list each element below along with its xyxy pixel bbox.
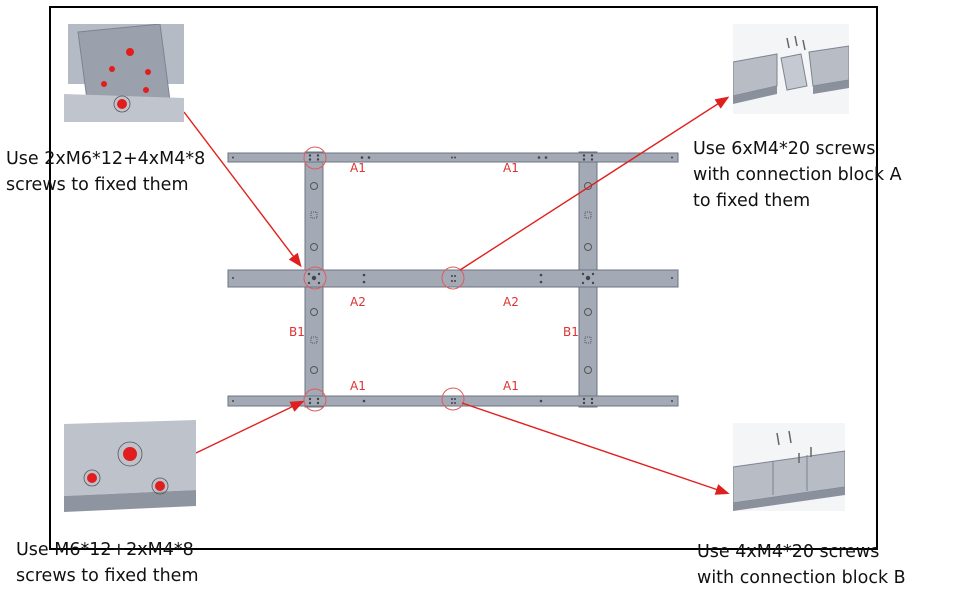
arrow-top-right <box>459 96 730 271</box>
joint-marker-middle-left <box>303 266 327 290</box>
beam-joint-cross-icon <box>64 24 184 122</box>
label-a2-left: A2 <box>350 295 366 309</box>
caption-top-right-line2: with connection block A <box>693 165 902 185</box>
label-a1-top-right: A1 <box>503 161 519 175</box>
beam-a2-middle <box>227 269 679 288</box>
diagram-frame <box>49 6 878 550</box>
label-a1-top-left: A1 <box>350 161 366 175</box>
caption-bottom-left-line1: Use M6*12+2xM4*8 <box>16 540 194 560</box>
caption-top-left: Use 2xM6*12+4xM4*8 screws to fixed them <box>6 146 205 198</box>
label-a2-right: A2 <box>503 295 519 309</box>
beam-joint-tee-icon <box>64 420 196 518</box>
caption-bottom-right-line2: with connection block B <box>697 568 906 588</box>
joint-marker-bottom-center <box>441 387 465 411</box>
caption-bottom-right: Use 4xM4*20 screws with connection block… <box>697 539 906 591</box>
joint-marker-middle-center <box>441 266 465 290</box>
caption-top-right: Use 6xM4*20 screws with connection block… <box>693 136 902 214</box>
joint-marker-top-left <box>303 146 327 170</box>
caption-bottom-left-line2: screws to fixed them <box>16 566 199 586</box>
caption-top-left-line2: screws to fixed them <box>6 175 189 195</box>
caption-top-right-line1: Use 6xM4*20 screws <box>693 139 876 159</box>
label-b1-right: B1 <box>563 325 579 339</box>
beam-a1-top <box>227 152 679 163</box>
arrow-bottom-right <box>461 402 730 495</box>
caption-top-left-line1: Use 2xM6*12+4xM4*8 <box>6 149 206 169</box>
connection-block-b-icon <box>733 423 845 511</box>
joint-marker-bottom-left <box>303 388 327 412</box>
beam-a1-bottom <box>227 395 679 407</box>
label-a1-bottom-left: A1 <box>350 379 366 393</box>
arrow-bottom-left <box>195 400 305 454</box>
label-a1-bottom-right: A1 <box>503 379 519 393</box>
arrow-top-left <box>183 111 302 268</box>
caption-top-right-line3: to fixed them <box>693 191 811 211</box>
connection-block-a-icon <box>733 24 849 114</box>
caption-bottom-left: Use M6*12+2xM4*8 screws to fixed them <box>16 537 199 589</box>
caption-bottom-right-line1: Use 4xM4*20 screws <box>697 542 880 562</box>
label-b1-left: B1 <box>289 325 305 339</box>
